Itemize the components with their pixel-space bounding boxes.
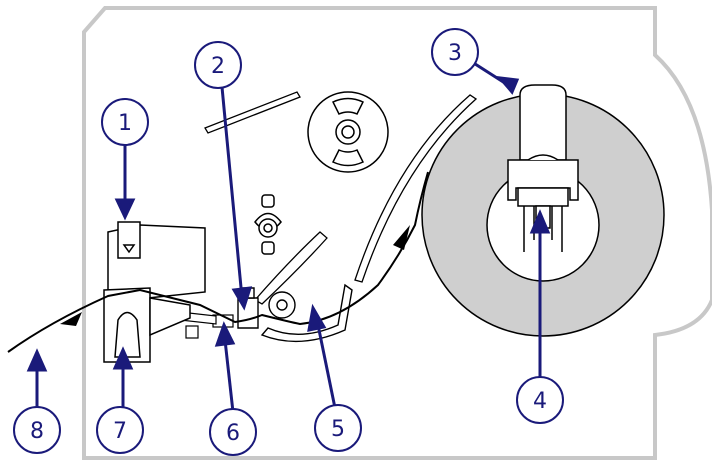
callout-6: 6 bbox=[209, 408, 257, 456]
dancer-arm bbox=[253, 231, 328, 305]
callout-3: 3 bbox=[431, 28, 479, 76]
svg-text:1: 1 bbox=[118, 111, 132, 136]
callout-7: 7 bbox=[96, 406, 144, 454]
svg-text:6: 6 bbox=[226, 421, 240, 446]
callout-1: 1 bbox=[101, 98, 149, 146]
callout-leaders bbox=[26, 60, 551, 413]
direction-arrow-exit bbox=[60, 312, 82, 326]
svg-text:4: 4 bbox=[533, 389, 547, 414]
direction-arrow-roll bbox=[393, 225, 410, 250]
ribbon-hub bbox=[307, 91, 389, 173]
supply-spindle bbox=[507, 84, 579, 252]
callout-4: 4 bbox=[516, 376, 564, 424]
callout-5: 5 bbox=[314, 404, 362, 452]
svg-text:2: 2 bbox=[211, 54, 225, 79]
svg-text:7: 7 bbox=[113, 419, 127, 444]
svg-text:8: 8 bbox=[30, 419, 44, 444]
svg-text:3: 3 bbox=[448, 41, 462, 66]
callout-2: 2 bbox=[194, 41, 242, 89]
printhead-unit bbox=[103, 221, 206, 363]
ribbon-supply-knob bbox=[254, 194, 282, 255]
callout-8: 8 bbox=[13, 406, 61, 454]
svg-text:5: 5 bbox=[331, 417, 345, 442]
upper-guides bbox=[204, 91, 478, 283]
media-path bbox=[7, 171, 429, 353]
